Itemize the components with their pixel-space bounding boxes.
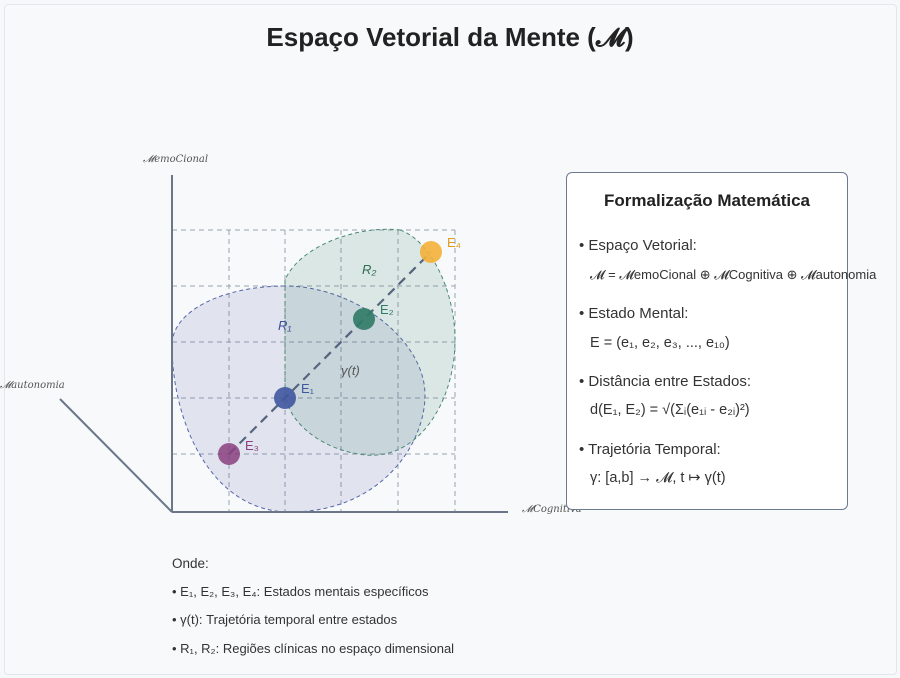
formalization-title: Formalização Matemática — [604, 191, 810, 210]
region-r1-label: R₁ — [278, 318, 292, 333]
state-e2-label: E₂ — [380, 302, 394, 317]
z-axis-label: 𝓜autonomia — [0, 380, 65, 391]
notes-item-regions: • R₁, R₂: Regiões clínicas no espaço dim… — [172, 641, 455, 656]
formalization-panel: Formalização Matemática • Espaço Vetoria… — [566, 172, 876, 510]
state-e4-label: E₄ — [447, 235, 461, 250]
region-r2 — [284, 228, 456, 456]
vector-space-heading: • Espaço Vetorial: — [579, 237, 697, 254]
state-e4-point — [420, 241, 442, 263]
y-axis-label: 𝓜emoCional — [143, 154, 208, 165]
trajectory-formula: γ: [a,b] → 𝓜, t ↦ γ(t) — [590, 470, 726, 486]
trajectory-label: γ(t) — [341, 363, 360, 378]
state-e1-point — [274, 387, 296, 409]
page-title: Espaço Vetorial da Mente (𝓜) — [266, 22, 634, 52]
state-e3-label: E₃ — [245, 438, 259, 453]
trajectory-line — [228, 251, 432, 455]
notes-heading: Onde: — [172, 556, 209, 571]
distance-formula: d(E₁, E₂) = √(Σᵢ(e₁ᵢ - e₂ᵢ)²) — [590, 402, 750, 418]
notes-item-trajectory: • γ(t): Trajetória temporal entre estado… — [172, 612, 398, 627]
state-e1-label: E₁ — [301, 381, 315, 396]
mental-state-formula: E = (e₁, e₂, e₃, ..., e₁₀) — [590, 335, 730, 351]
trajectory-heading: • Trajetória Temporal: — [579, 441, 721, 458]
axes — [59, 175, 508, 513]
region-r2-label: R₂ — [362, 262, 376, 277]
vector-space-formula: 𝓜 = 𝓜emoCional ⊕ 𝓜Cognitiva ⊕ 𝓜autonomia — [590, 267, 877, 282]
notes-item-states: • E₁, E₂, E₃, E₄: Estados mentais especí… — [172, 584, 429, 599]
state-e2-point — [353, 308, 375, 330]
distance-heading: • Distância entre Estados: — [579, 373, 752, 390]
x-axis-label: 𝓜Cognitiva — [522, 504, 582, 515]
state-e3-point — [218, 443, 240, 465]
mental-state-heading: • Estado Mental: — [579, 305, 689, 322]
